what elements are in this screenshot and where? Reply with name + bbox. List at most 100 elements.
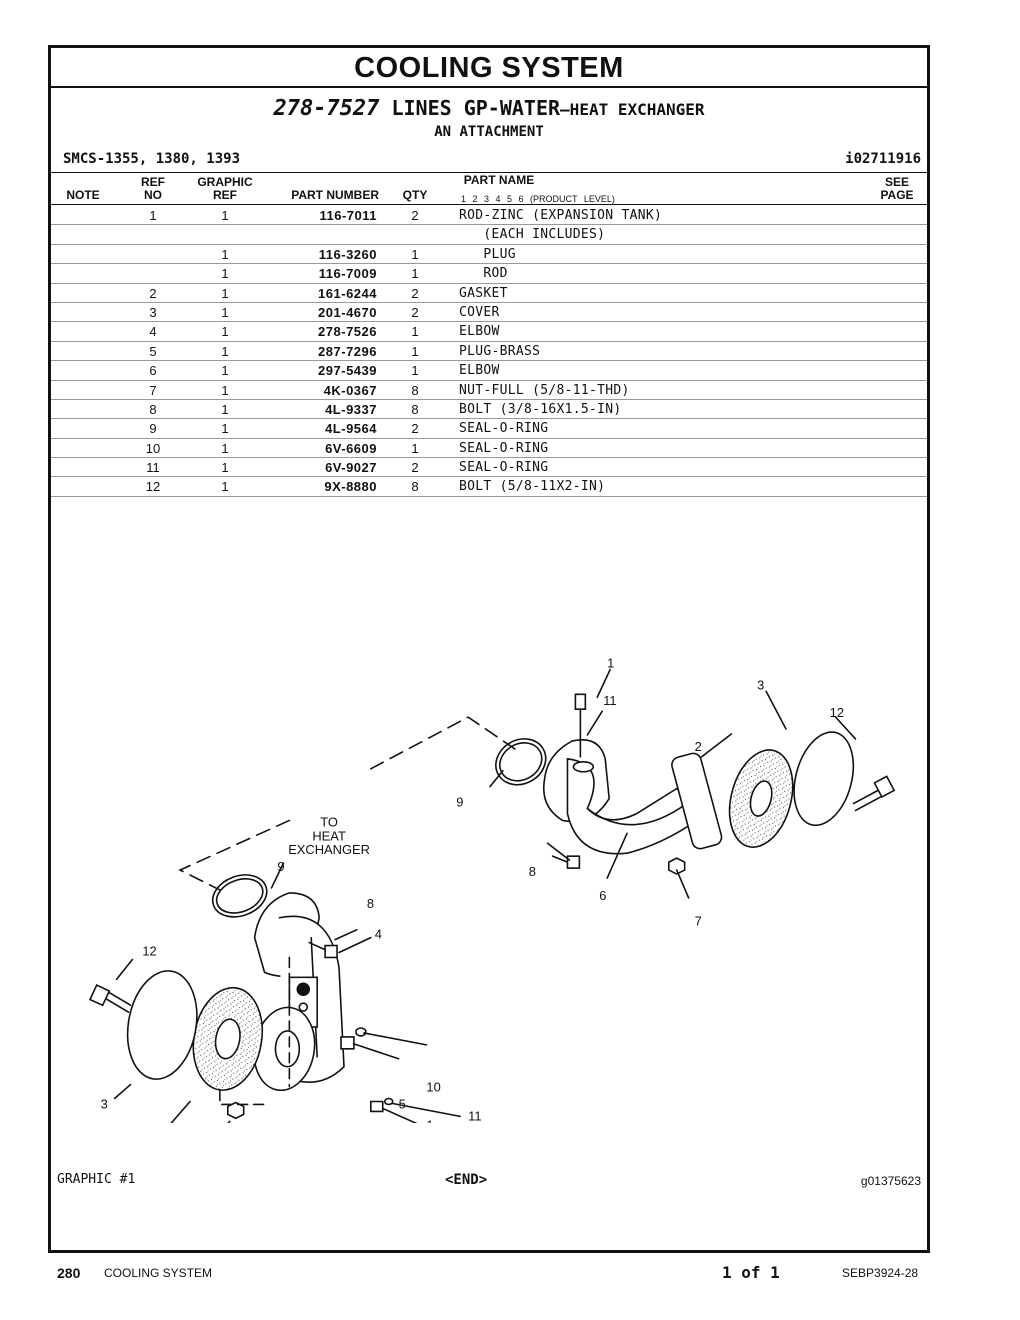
- col-part-name: PART NAME: [463, 173, 535, 187]
- header-bottom-rule: [51, 204, 927, 205]
- part-number: 116-3260: [318, 246, 377, 262]
- plug-1-lower: [370, 1100, 384, 1113]
- ref-no: 6: [149, 363, 157, 379]
- exploded-parts-diagram: TO HEAT EXCHANGER 1 11 2 3 12 9 8 6 7 9 …: [88, 655, 896, 1123]
- qty: 1: [411, 246, 419, 262]
- graphic-ref: 1: [221, 421, 229, 437]
- col-product-level: 1 2 3 4 5 6 (PRODUCT LEVEL): [461, 194, 615, 204]
- group-title: 278-7527 LINES GP-WATER—HEAT EXCHANGER: [51, 96, 927, 121]
- part-number: 278-7526: [318, 324, 377, 340]
- cover-3-lower: [126, 970, 198, 1080]
- callout-2-lower: 2: [162, 1122, 169, 1123]
- graphic-ref: 1: [221, 382, 229, 398]
- bolt-12-upper: [852, 787, 885, 812]
- part-name: SEAL-O-RING: [459, 460, 549, 476]
- qty: 1: [411, 440, 419, 456]
- graphic-ref: 1: [221, 266, 229, 282]
- plug-5-lower: [340, 1036, 355, 1050]
- col-see-bottom: PAGE: [880, 188, 914, 202]
- ref-no: 8: [149, 401, 157, 417]
- part-number: 4L-9337: [325, 401, 377, 417]
- callout-3-upper: 3: [757, 677, 764, 692]
- part-number: 116-7011: [319, 208, 377, 223]
- qty: 1: [411, 266, 419, 282]
- qty: 2: [411, 421, 419, 437]
- callout-7-upper: 7: [695, 914, 702, 929]
- graphic-ref: 1: [221, 343, 229, 359]
- o-ring-9-upper: [495, 738, 547, 786]
- qty: 2: [411, 304, 419, 320]
- to-label-line2: HEAT: [312, 828, 346, 843]
- to-label-line3: EXCHANGER: [288, 842, 370, 857]
- bolt-12-lower: [105, 991, 132, 1013]
- part-number: 6V-9027: [325, 460, 377, 476]
- callout-8-upper: 8: [529, 864, 536, 879]
- nut-7-lower: [226, 1101, 245, 1120]
- part-name: GASKET: [459, 285, 508, 301]
- part-number: 297-5439: [318, 363, 377, 379]
- part-number: 287-7296: [318, 343, 377, 359]
- graphic-ref: 1: [221, 246, 229, 262]
- part-name: BOLT (3/8-16X1.5-IN): [459, 401, 622, 417]
- qty: 2: [411, 460, 419, 476]
- graphic-ref: 1: [221, 460, 229, 476]
- col-see-top: SEE: [884, 175, 909, 189]
- graphic-ref: 1: [221, 363, 229, 379]
- callout-6-upper: 6: [599, 888, 606, 903]
- qty: 1: [411, 343, 419, 359]
- plug-1-upper: [574, 693, 587, 710]
- part-name: COVER: [459, 304, 500, 320]
- flow-path-lower: [178, 819, 291, 891]
- callout-11-upper: 11: [603, 693, 616, 708]
- part-name: ELBOW: [459, 363, 500, 379]
- col-note: NOTE: [66, 188, 100, 202]
- part-number: 4L-9564: [325, 421, 377, 437]
- part-number: 116-7009: [318, 266, 377, 282]
- callout-5-lower: 5: [399, 1096, 406, 1111]
- qty: 2: [411, 285, 419, 301]
- part-name: ROD-ZINC (EXPANSION TANK): [459, 208, 663, 223]
- header-top-rule: [51, 172, 927, 173]
- graphic-ref: 1: [221, 479, 229, 495]
- qty: 1: [411, 363, 419, 379]
- illustration-id: i02711916: [845, 151, 921, 167]
- flow-path-upper: [370, 716, 519, 770]
- part-number: 9X-8880: [324, 479, 377, 495]
- o-ring-9-lower: [211, 874, 268, 918]
- cover-3-upper: [793, 731, 855, 827]
- qty: 2: [411, 208, 419, 223]
- col-graphic-top: GRAPHIC: [197, 175, 253, 189]
- callout-8-lower: 8: [367, 896, 374, 911]
- col-part-number: PART NUMBER: [291, 188, 379, 202]
- doc-id: SEBP3924-28: [842, 1266, 919, 1280]
- graphic-ref: 1: [221, 324, 229, 340]
- part-name: NUT-FULL (5/8-11-THD): [459, 382, 630, 398]
- callout-9-lower: 9: [277, 859, 284, 874]
- to-label-line1: TO: [320, 814, 338, 829]
- group-part-number: 278-7527: [273, 96, 380, 121]
- col-graphic-bottom: REF: [213, 188, 237, 202]
- part-name: SEAL-O-RING: [459, 421, 549, 437]
- section-title: COOLING SYSTEM: [51, 48, 927, 88]
- attachment-label: AN ATTACHMENT: [434, 124, 544, 140]
- callout-11-lower: 11: [468, 1108, 481, 1123]
- footer-section: COOLING SYSTEM: [104, 1266, 213, 1280]
- part-name: ROD: [459, 266, 508, 282]
- part-name: BOLT (5/8-11X2-IN): [459, 479, 606, 495]
- part-name: PLUG-BRASS: [459, 343, 541, 359]
- part-number: 201-4670: [318, 304, 377, 320]
- graphic-id: g01375623: [860, 1174, 921, 1188]
- ref-no: 10: [145, 440, 161, 456]
- table-row: 1 116-7009 1 ROD: [51, 264, 927, 284]
- page-number: 280: [57, 1265, 81, 1281]
- callout-1-lower: 1: [426, 1117, 433, 1123]
